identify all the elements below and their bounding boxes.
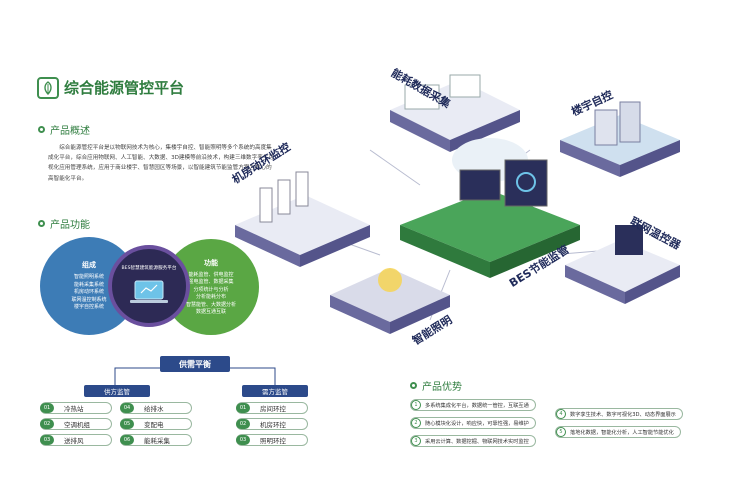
functions-heading-label: 产品功能 (50, 220, 90, 231)
isometric-illustration (235, 74, 680, 334)
function-item: 智慧能管、大数据分析 (185, 301, 236, 308)
supply-item: 04 给排水 (120, 402, 192, 414)
advantage-text: 多系统集成化平台，数据统一管控，互联互通 (425, 402, 529, 409)
platform-circle: BES智慧建筑能源服务平台 (108, 245, 190, 327)
composition-item: 能耗采集系统 (73, 281, 104, 288)
advantage-text: 数字孪生技术、数字可视化3D、动态界面展示 (570, 411, 676, 418)
demand-item: 02 机房环控 (236, 418, 308, 430)
overview-heading-label: 产品概述 (50, 126, 90, 137)
composition-item: 楼宇自控系统 (73, 304, 104, 311)
item-label: 房间环控 (260, 405, 286, 413)
advantage-item: 4 数字孪生技术、数字可视化3D、动态界面展示 (555, 408, 683, 420)
bullet-icon (410, 382, 417, 389)
advantages-heading-label: 产品优势 (422, 382, 462, 393)
advantage-number: 1 (411, 400, 421, 410)
function-item: 能耗监管、供电监控 (188, 271, 234, 278)
item-label: 变配电 (144, 421, 164, 429)
supply-item: 02 空调机组 (40, 418, 112, 430)
bullet-icon (38, 126, 45, 133)
logo-icon (37, 77, 59, 99)
item-label: 冷热站 (64, 405, 84, 413)
advantage-text: 随心模块化设计，响应快，可靠性强，易维护 (425, 420, 529, 427)
item-number: 01 (236, 403, 250, 413)
temp-control-tile (565, 225, 680, 304)
item-label: 能耗采集 (144, 437, 170, 445)
function-item: 强电监管、数据采集 (188, 279, 234, 285)
machine-room-tile (235, 171, 370, 267)
supply-item: 03 送排风 (40, 434, 112, 446)
supply-item: 06 能耗采集 (120, 434, 192, 446)
advantage-item: 5 落地化数据，智能化分析，人工智能节能优化 (555, 426, 681, 438)
advantage-item: 2 随心模块化设计，响应快，可靠性强，易维护 (410, 417, 536, 429)
platform-label: BES智慧建筑能源服务平台 (121, 266, 177, 272)
advantage-number: 4 (556, 409, 566, 419)
overview-text: 综合能源管控平台是以物联网技术为核心，集楼宇自控、智能照明等多个系统的高度集成化… (48, 145, 275, 182)
overview-heading: 产品概述 (38, 122, 90, 137)
function-title: 功能 (204, 258, 218, 267)
bes-tile (400, 138, 580, 278)
item-number: 03 (40, 435, 54, 445)
advantage-number: 2 (411, 418, 421, 428)
item-label: 给排水 (144, 405, 164, 413)
balance-connector (114, 367, 276, 386)
function-item: 分项统计与分析 (193, 286, 229, 293)
item-number: 01 (40, 403, 54, 413)
building-control-tile (560, 101, 680, 177)
advantage-text: 落地化数据，智能化分析，人工智能节能优化 (570, 429, 674, 436)
balance-title: 供需平衡 (160, 356, 230, 372)
item-label: 送排风 (64, 437, 84, 445)
advantage-number: 3 (411, 436, 421, 446)
item-number: 03 (236, 435, 250, 445)
demand-header: 需方监管 (242, 385, 308, 397)
composition-title: 组成 (82, 261, 96, 270)
item-number: 04 (120, 403, 134, 413)
composition-item: 联网温控制系统 (71, 296, 107, 303)
advantage-item: 3 采用云计算、数据挖掘、物联网技术实时监控 (410, 435, 536, 447)
item-number: 06 (120, 435, 134, 445)
advantage-number: 5 (556, 427, 566, 437)
supply-grid: 01 冷热站 04 给排水 02 空调机组 05 变配电 03 送排风 06 能耗采集 (40, 402, 192, 450)
page-title: 综合能源管控平台 (64, 79, 185, 97)
demand-item: 01 房间环控 (236, 402, 308, 414)
lighting-tile (330, 268, 450, 334)
function-item: 分析能耗分布 (195, 294, 226, 300)
supply-item: 01 冷热站 (40, 402, 112, 414)
advantage-item: 1 多系统集成化平台，数据统一管控，互联互通 (410, 399, 536, 411)
demand-item: 03 照明环控 (236, 434, 308, 446)
supply-item: 05 变配电 (120, 418, 192, 430)
bullet-icon (38, 220, 45, 227)
energy-collection-tile (390, 74, 520, 152)
supply-header: 供方监管 (84, 385, 150, 397)
advantage-text: 采用云计算、数据挖掘、物联网技术实时监控 (425, 438, 529, 445)
functions-heading: 产品功能 (38, 216, 90, 231)
item-number: 02 (236, 419, 250, 429)
composition-item: 智能照明系统 (73, 274, 104, 281)
composition-item: 机房动环系统 (73, 289, 104, 296)
function-item: 数据互通互联 (195, 309, 226, 315)
item-label: 机房环控 (260, 421, 286, 429)
item-number: 02 (40, 419, 54, 429)
item-label: 空调机组 (64, 421, 90, 429)
demand-list: 01 房间环控 02 机房环控 03 照明环控 (236, 402, 308, 450)
item-label: 照明环控 (260, 437, 286, 445)
laptop-icon (130, 280, 168, 303)
item-number: 05 (120, 419, 134, 429)
advantages-heading: 产品优势 (410, 378, 462, 393)
